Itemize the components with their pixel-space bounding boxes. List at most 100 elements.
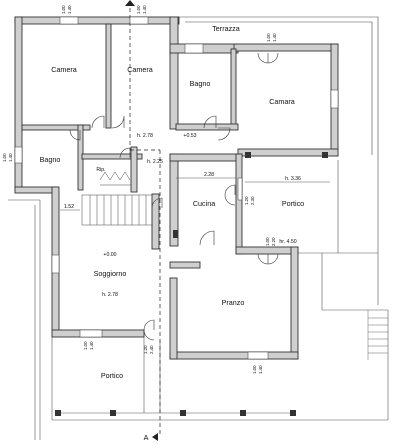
wall-camera-partition [105,23,112,129]
wall-camera2-east [169,16,179,130]
level-000: +0.00 [103,252,116,258]
wtag-top-left-a: 1.00 [61,5,66,14]
wtag-bottom-right-a: 1.00 [252,365,257,374]
wall-bagno-left-north [21,124,91,131]
section-mark: A [144,433,149,442]
main-stair [81,194,153,226]
wtag-portico-east-b: 2.30 [250,196,255,205]
wtag-entrance-a: 1.20 [143,345,148,354]
height-hr-450: hr. 4.50 [279,239,296,245]
wall-pranzo-nw [169,261,201,269]
door-camara [217,127,231,141]
room-label-camara: Camara [269,97,295,106]
window-camara-east [330,89,339,109]
door-rip [119,147,131,159]
wall-stair-east [151,193,160,250]
wtag-top-right-a: 1.00 [136,5,141,14]
window-tags: 1.00 1.40 1.00 1.40 1.00 1.40 1.00 1.40 … [2,5,277,374]
west-outline [8,199,41,440]
portico-east-outline [298,160,389,421]
window-pranzo-south [247,351,269,360]
east-stair [367,310,388,360]
terrazza-outline [179,16,379,160]
wall-west-upper [14,16,23,191]
door-bagno-1 [203,115,217,129]
dim-152: 1.52 [64,204,74,210]
wtag-portico-east-a: 1.20 [244,196,249,205]
section-arrow [125,0,158,441]
height-336: h. 3.36 [285,176,301,182]
window-portico-east [237,177,243,201]
wtag-soggiorno-bottom-b: 1.40 [89,341,94,350]
wall-camara-south [237,148,339,157]
window-bagno-right [184,43,204,54]
window-soggiorno-south [79,329,103,338]
wall-cucina-north [169,153,243,162]
wtag-terrazza-a: 1.00 [266,33,271,42]
wall-cucina-east [235,153,243,255]
section-line [129,8,161,436]
room-label-camera-2: Camera [127,65,153,74]
wtag-left-bagno-a: 1.00 [2,153,7,162]
door-terrazza-2 [267,52,279,64]
wall-north [14,16,180,25]
wtag-top-left-b: 1.40 [67,5,72,14]
annotations: h. 2.78 +0.53 h. 2.25 2.28 h. 3.36 1.52 … [64,133,301,442]
wtag-pranzo-top-a: 1.00 [265,237,270,246]
wtag-left-bagno-b: 1.40 [8,153,13,162]
wtag-pranzo-top-b: 2.20 [271,237,276,246]
wtag-soggiorno-bottom-a: 1.00 [83,341,88,350]
wtag-bottom-right-b: 1.40 [258,365,263,374]
window-camera-1 [59,16,79,25]
door-stair [151,197,163,209]
door-pranzo-in [199,230,215,246]
door-cucina [224,184,236,196]
wall-bagno-north [169,43,239,54]
door-bagno-left [69,129,81,141]
door-camera-2 [111,115,125,129]
room-label-terrazza: Terrazza [212,24,240,33]
doors [69,52,279,341]
room-label-portico-south: Portico [101,371,123,380]
wall-bagno-camara [230,48,237,130]
height-278-soggiorno: h. 2.78 [102,292,118,298]
dim-228: 2.28 [204,172,214,178]
room-label-bagno-2: Bagno [40,155,61,164]
height-278-top: h. 2.78 [137,133,153,139]
room-label-camera-1: Camera [51,65,77,74]
wtag-top-right-b: 1.40 [142,5,147,14]
door-soggiorno-out-2 [143,329,155,341]
windows [14,16,339,360]
dim-lines [60,177,330,211]
room-label-soggiorno: Soggiorno [94,269,127,278]
height-225: h. 2.25 [147,159,163,165]
wall-camara-north [233,43,339,52]
room-label-portico-east: Portico [282,199,304,208]
room-labels: Camera Camera Terrazza Bagno Camara Bagn… [40,24,305,380]
window-bagno-left [14,146,23,164]
door-cucina-2 [224,194,236,206]
room-label-pranzo: Pranzo [222,298,245,307]
wall-pranzo-west [169,277,178,360]
room-label-bagno-1: Bagno [190,79,211,88]
wall-pranzo-south [169,351,299,360]
wtag-terrazza-b: 1.40 [272,33,277,42]
wall-rip-east [130,146,138,193]
wall-pranzo-north [235,246,299,255]
window-soggiorno-west [51,254,60,274]
door-soggiorno-out [143,319,155,331]
wtag-entrance-b: 2.40 [149,345,154,354]
wall-corridor-mid [81,153,143,160]
door-terrazza [257,52,269,64]
wall-corridor-top [175,123,239,131]
door-pranzo-top [257,253,269,265]
window-camera-2 [129,16,149,25]
room-label-rip: Rip. [96,167,105,173]
door-pranzo-top-2 [267,253,279,265]
columns [55,152,328,416]
door-camera-1 [91,115,105,129]
wall-pranzo-east [290,246,299,360]
wall-west-step [14,186,59,194]
level-053: +0.53 [183,133,196,139]
